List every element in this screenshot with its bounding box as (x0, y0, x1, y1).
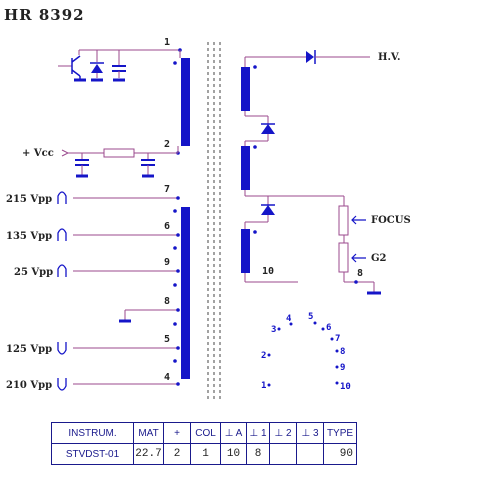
svg-text:8: 8 (340, 347, 345, 357)
pin-1-label: 1 (164, 37, 170, 48)
vcc-series-resistor (103, 148, 135, 158)
table-cell (296, 443, 324, 465)
col-header: ⊥ 3 (296, 422, 324, 444)
pulse-label-210: 210 Vpp (6, 380, 52, 391)
svg-text:6: 6 (326, 323, 331, 333)
col-header: + (163, 422, 191, 444)
col-header: INSTRUM. (51, 422, 134, 444)
pin-8-right-label: 8 (357, 268, 363, 279)
part-number-title: HR 8392 (4, 6, 85, 24)
svg-text:3: 3 (271, 325, 276, 335)
spec-table: INSTRUM. MAT + COL ⊥ A ⊥ 1 ⊥ 2 ⊥ 3 TYPE … (51, 422, 357, 465)
hv-cascade-diode (261, 124, 275, 134)
svg-text:2: 2 (261, 351, 266, 361)
col-header: TYPE (323, 422, 357, 444)
secondary-winding (181, 207, 190, 379)
transformer-schematic: HR 8392 1 2 + Vcc (4, 6, 411, 400)
primary-phase-dot (173, 61, 177, 65)
switching-transistor (71, 55, 81, 80)
sec-pin-5: 5 (73, 334, 180, 363)
svg-text:7: 7 (164, 184, 170, 195)
pulse-label-125: 125 Vpp (6, 344, 52, 355)
table-cell: 1 (190, 443, 221, 465)
svg-text:6: 6 (164, 221, 170, 232)
pin-10-label: 10 (262, 266, 274, 277)
svg-text:4: 4 (286, 314, 292, 324)
svg-text:9: 9 (340, 363, 345, 373)
focus-arrow-icon (351, 215, 366, 225)
negative-pulse-icon (57, 378, 67, 391)
table-cell: 90 (323, 443, 357, 465)
focus-label: FOCUS (371, 215, 411, 226)
vcc-label: + Vcc (22, 148, 54, 159)
positive-pulse-icon (57, 264, 67, 277)
pulse-waveform-icons (57, 191, 67, 391)
sec-pin-7: 7 (73, 184, 180, 213)
positive-pulse-icon (57, 228, 67, 241)
flyback-capacitor (112, 65, 126, 72)
sec-pin-8: 8 (119, 296, 180, 326)
svg-text:1: 1 (261, 381, 266, 391)
secondary-pins: 7 6 9 8 5 (73, 184, 180, 386)
svg-text:10: 10 (340, 382, 351, 392)
hv-winding-stack (241, 56, 344, 283)
primary-input-network (58, 49, 180, 67)
hv-output-diode (306, 51, 314, 63)
g2-resistor (338, 242, 349, 273)
positive-pulse-icon (57, 191, 67, 204)
svg-text:7: 7 (335, 334, 340, 344)
focus-resistor (338, 205, 349, 236)
pin-2-label: 2 (164, 139, 170, 150)
spec-table-value-row: STVDST-01 22.7 2 1 10 8 90 (51, 443, 357, 465)
sec-pin-4: 4 (73, 372, 180, 386)
transformer-core (207, 42, 221, 400)
table-cell: 2 (163, 443, 191, 465)
svg-text:5: 5 (308, 312, 313, 322)
svg-text:5: 5 (164, 334, 170, 345)
negative-pulse-icon (57, 342, 67, 355)
g2-arrow-icon (351, 253, 366, 263)
col-header: ⊥ 2 (269, 422, 297, 444)
spec-table-header-row: INSTRUM. MAT + COL ⊥ A ⊥ 1 ⊥ 2 ⊥ 3 TYPE (51, 422, 357, 444)
pulse-label-25: 25 Vpp (14, 267, 53, 278)
pin-layout-diagram: 1 2 3 4 5 6 7 8 9 10 (261, 312, 351, 392)
col-header: MAT (133, 422, 164, 444)
col-header: ⊥ 1 (246, 422, 270, 444)
hv-output-label: H.V. (378, 52, 400, 63)
svg-text:9: 9 (164, 257, 170, 268)
damper-diode (91, 64, 103, 73)
g2-label: G2 (371, 253, 387, 264)
table-cell: 10 (220, 443, 247, 465)
col-header: ⊥ A (220, 422, 247, 444)
table-cell (269, 443, 297, 465)
pulse-label-135: 135 Vpp (6, 231, 52, 242)
svg-text:4: 4 (164, 372, 170, 383)
pulse-labels: 215 Vpp 135 Vpp 25 Vpp 125 Vpp 210 Vpp (6, 194, 53, 391)
table-cell: STVDST-01 (51, 443, 134, 465)
table-cell: 8 (246, 443, 270, 465)
vcc-filter-capacitors (75, 153, 155, 178)
sec-pin-9: 9 (73, 257, 180, 287)
hv-cascade-diode (261, 205, 275, 215)
focus-divider (338, 196, 381, 295)
col-header: COL (190, 422, 221, 444)
table-cell: 22.7 (133, 443, 164, 465)
sec-pin-6: 6 (73, 221, 180, 250)
pulse-label-215: 215 Vpp (6, 194, 52, 205)
vcc-arrow-icon (61, 149, 70, 157)
svg-text:8: 8 (164, 296, 170, 307)
primary-winding (181, 58, 190, 146)
